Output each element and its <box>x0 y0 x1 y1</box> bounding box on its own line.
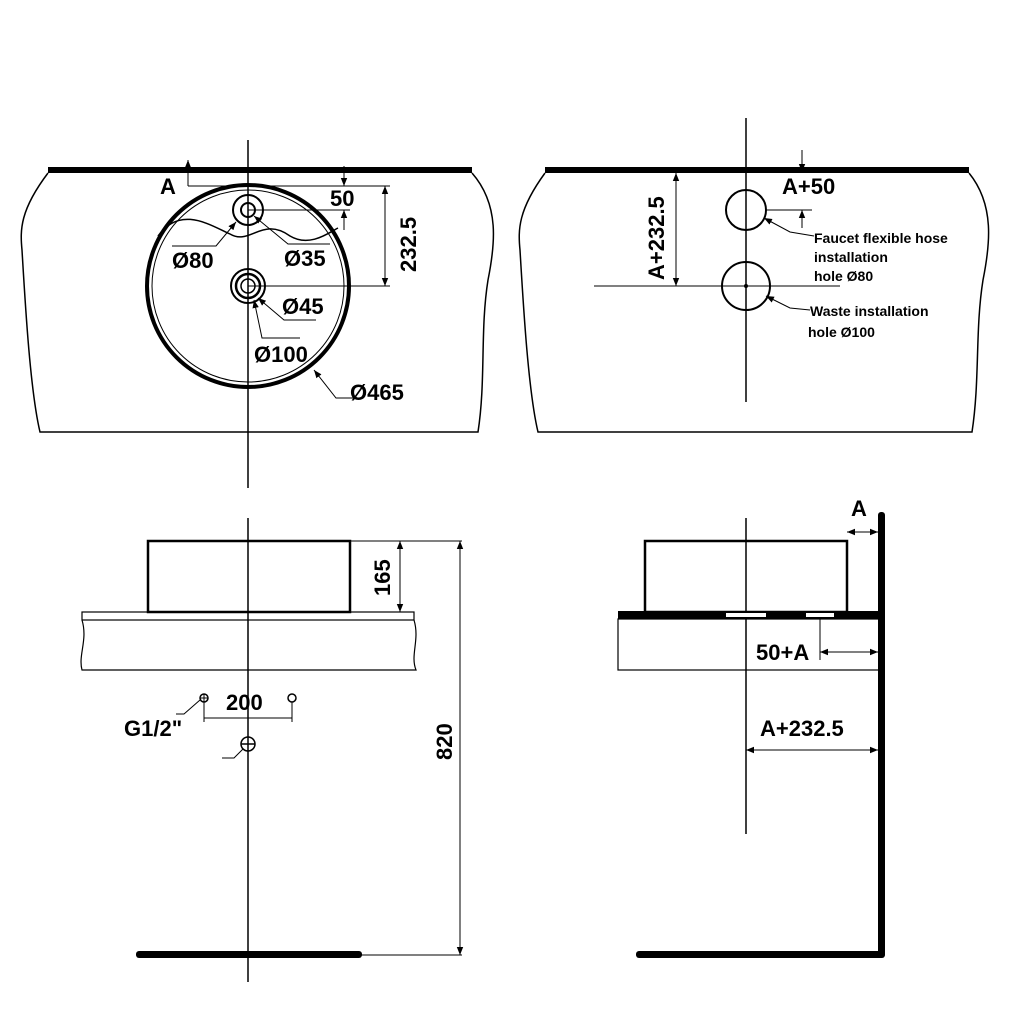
bottom-left-front-view: 165 200 G1/2" 820 <box>80 518 464 982</box>
label-a-side: A <box>851 496 867 521</box>
label-dim-a-232-5-side: A+232.5 <box>760 716 844 741</box>
leader-drain-fitting <box>222 748 244 759</box>
label-thread: G1/2" <box>124 716 182 741</box>
bottom-right-side-view: A 50+A A+232.5 <box>617 496 885 958</box>
label-waste-line1: Waste installation <box>810 303 929 319</box>
waste-hole-layout <box>721 261 771 311</box>
label-faucet-line1: Faucet flexible hose <box>814 230 948 246</box>
counter-gap-1 <box>726 613 766 617</box>
label-a: A <box>160 174 176 199</box>
top-right-hole-layout: A+232.5 A+50 Faucet flexible hose instal… <box>518 118 990 433</box>
label-dim-200: 200 <box>226 690 263 715</box>
label-dim-232-5: 232.5 <box>396 217 421 272</box>
wall-top-right <box>545 167 969 173</box>
top-left-plan-view: A 50 232.5 Ø80 Ø35 Ø45 Ø100 Ø465 <box>20 140 495 488</box>
label-faucet-line2: installation <box>814 249 888 265</box>
label-dia-465: Ø465 <box>350 380 404 405</box>
counter-outline-right <box>518 172 990 433</box>
label-dia-100: Ø100 <box>254 342 308 367</box>
waste-hole-center <box>744 284 748 288</box>
wall-side <box>878 512 885 958</box>
leader-waste <box>765 295 811 311</box>
label-dim-820: 820 <box>432 723 457 760</box>
label-faucet-line3: hole Ø80 <box>814 268 873 284</box>
label-a-232-5: A+232.5 <box>644 196 669 280</box>
valve-right-icon <box>287 693 297 703</box>
leader-g12 <box>176 699 201 715</box>
leader-80 <box>172 221 237 247</box>
label-dim-165: 165 <box>370 559 395 596</box>
label-dia-45: Ø45 <box>282 294 324 319</box>
basin-front <box>146 539 352 614</box>
label-dim-50-a: 50+A <box>756 640 809 665</box>
label-dim-50: 50 <box>330 186 354 211</box>
leader-35 <box>253 215 330 245</box>
leader-100 <box>252 299 300 339</box>
wall-top-left <box>48 167 472 173</box>
faucet-ledge <box>157 218 339 242</box>
counter-gap-2 <box>806 613 834 617</box>
leader-45 <box>257 297 316 321</box>
countertop-front <box>81 611 415 621</box>
label-waste-line2: hole Ø100 <box>808 324 875 340</box>
counter-body-side <box>617 618 881 671</box>
leader-faucet <box>763 217 815 237</box>
label-a-50: A+50 <box>782 174 835 199</box>
floor-side <box>636 951 884 958</box>
counter-outline-left <box>20 172 495 433</box>
floor-front <box>136 951 362 958</box>
leader-465 <box>313 369 360 399</box>
label-dia-35: Ø35 <box>284 246 326 271</box>
label-dia-80: Ø80 <box>172 248 214 273</box>
counter-body-front <box>80 619 417 671</box>
